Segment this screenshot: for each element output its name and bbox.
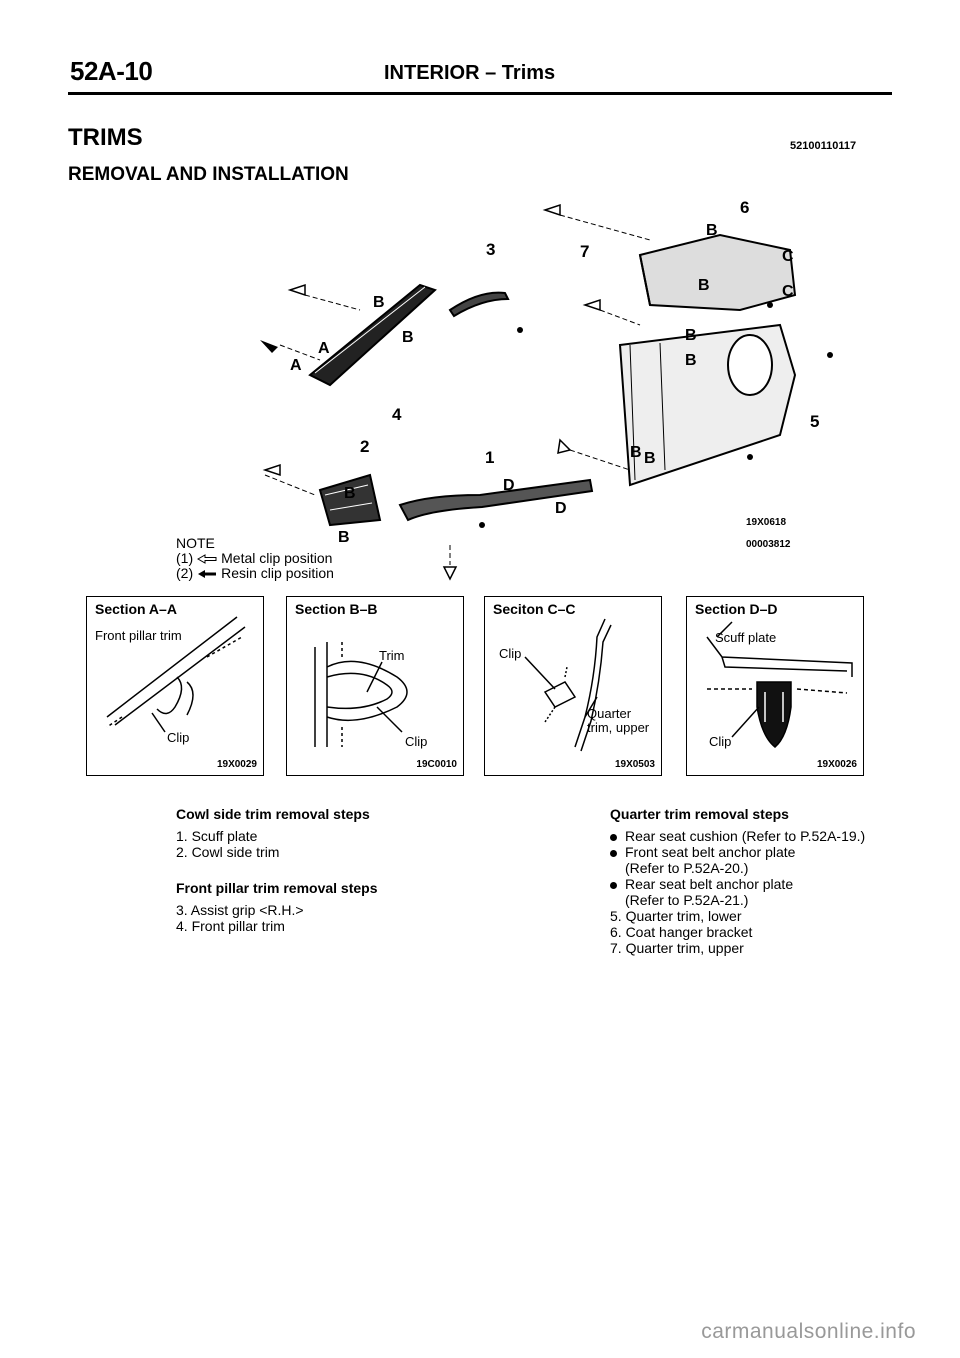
quarter-trim-upper-label-line2: trim, upper — [587, 720, 650, 735]
svg-text:B: B — [344, 485, 356, 502]
svg-text:C: C — [782, 283, 794, 300]
svg-text:2: 2 — [360, 437, 369, 456]
section-b-b-trim-label: Trim — [379, 648, 405, 663]
scuff-plate-label: Scuff plate — [715, 630, 777, 645]
front-pillar-trim-steps: Front pillar trim removal steps 3. Assis… — [176, 880, 476, 934]
svg-text:B: B — [685, 352, 697, 369]
exploded-trim-diagram: 3 7 6 4 2 1 5 B B A A B B D D B B C C B … — [260, 198, 833, 581]
watermark-text: carmanualsonline.info — [701, 1320, 916, 1343]
section-c-c-code: 19X0503 — [614, 759, 655, 770]
section-b-b-drawing — [314, 642, 408, 747]
pillar-step-4: 4. Front pillar trim — [176, 918, 285, 934]
diagram-code-1: 19X0618 — [746, 517, 786, 528]
section-code: 52100110117 — [790, 140, 857, 152]
note-item-1-number: (1) — [176, 550, 194, 566]
section-a-a-drawing — [106, 616, 246, 733]
svg-text:B: B — [698, 277, 710, 294]
quarter-step-6: 6. Coat hanger bracket — [610, 924, 753, 940]
svg-text:B: B — [402, 329, 414, 346]
svg-text:B: B — [685, 327, 697, 344]
note-block: NOTE (1) Metal clip position (2) Resin c… — [176, 536, 334, 581]
section-b-b-panel: Section B–B Trim Clip 19C0010 — [286, 596, 464, 776]
cowl-side-trim-steps: Cowl side trim removal steps 1. Scuff pl… — [176, 806, 476, 860]
section-b-b-clip-label: Clip — [405, 734, 428, 749]
quarter-trim-steps: Quarter trim removal steps Rear seat cus… — [610, 806, 910, 956]
note-item-1-text: Metal clip position — [221, 550, 333, 566]
quarter-prereq-1: Rear seat cushion (Refer to P.52A-19.) — [610, 828, 910, 844]
header-rule — [68, 92, 892, 95]
section-d-d-title: Section D–D — [695, 601, 778, 617]
quarter-step-7: 7. Quarter trim, upper — [610, 940, 744, 956]
section-a-a-code: 19X0029 — [216, 759, 257, 770]
page-number: 52A-10 — [70, 56, 153, 86]
quarter-step-5: 5. Quarter trim, lower — [610, 908, 742, 924]
quarter-prereq-3: Rear seat belt anchor plate — [610, 876, 910, 892]
section-a-a-title: Section A–A — [95, 601, 177, 617]
svg-text:5: 5 — [810, 412, 819, 431]
svg-text:C: C — [782, 248, 794, 265]
svg-text:A: A — [290, 357, 302, 374]
pillar-step-3: 3. Assist grip <R.H.> — [176, 902, 304, 918]
svg-text:B: B — [644, 450, 656, 467]
section-d-d-panel: Section D–D Scuff plate Clip 19X0026 — [686, 596, 864, 776]
svg-text:B: B — [373, 294, 385, 311]
svg-text:D: D — [555, 500, 567, 517]
svg-text:B: B — [630, 444, 642, 461]
note-item-2-number: (2) — [176, 565, 194, 581]
svg-text:3: 3 — [486, 240, 495, 259]
svg-text:D: D — [503, 477, 515, 494]
note-item-metal-clip: (1) Metal clip position — [176, 551, 334, 566]
quarter-steps-heading: Quarter trim removal steps — [610, 806, 789, 822]
section-c-c-panel: Seciton C–C Clip Quarter trim, upper 19X… — [484, 596, 662, 776]
metal-clip-arrow-icon — [197, 553, 217, 564]
bullet-icon — [610, 849, 617, 857]
section-title: TRIMS — [68, 124, 143, 151]
note-item-resin-clip: (2) Resin clip position — [176, 566, 334, 581]
diagram-code-2: 00003812 — [746, 539, 791, 550]
section-subtitle: REMOVAL AND INSTALLATION — [68, 164, 349, 185]
quarter-prereq-2: Front seat belt anchor plate — [610, 844, 910, 860]
cowl-step-1: 1. Scuff plate — [176, 828, 258, 844]
svg-text:4: 4 — [392, 405, 402, 424]
svg-text:1: 1 — [485, 448, 494, 467]
quarter-prereq-2-ref: (Refer to P.52A-20.) — [625, 860, 749, 876]
page-header-title: INTERIOR – Trims — [384, 62, 556, 84]
section-b-b-code: 19C0010 — [416, 759, 457, 770]
section-b-b-title: Section B–B — [295, 601, 378, 617]
pillar-steps-heading: Front pillar trim removal steps — [176, 880, 378, 896]
section-c-c-clip-label: Clip — [499, 646, 522, 661]
cowl-step-2: 2. Cowl side trim — [176, 844, 280, 860]
front-pillar-trim-label: Front pillar trim — [95, 628, 182, 643]
quarter-prereq-3-ref: (Refer to P.52A-21.) — [625, 892, 749, 908]
quarter-trim-upper-label-line1: Quarter — [587, 706, 632, 721]
section-d-d-drawing — [706, 621, 853, 748]
section-d-d-clip-label: Clip — [709, 734, 732, 749]
svg-text:B: B — [338, 529, 350, 546]
section-d-d-code: 19X0026 — [816, 759, 857, 770]
svg-text:B: B — [706, 222, 718, 239]
bullet-icon — [610, 881, 617, 889]
svg-text:A: A — [318, 340, 330, 357]
resin-clip-arrow-icon — [198, 569, 217, 578]
svg-text:7: 7 — [580, 242, 589, 261]
section-a-a-clip-label: Clip — [167, 730, 190, 745]
bullet-icon — [610, 833, 617, 841]
section-a-a-panel: Section A–A Front pillar trim Clip 19X00… — [86, 596, 264, 776]
section-c-c-title: Seciton C–C — [493, 601, 576, 617]
note-title: NOTE — [176, 535, 215, 551]
note-item-2-text: Resin clip position — [221, 565, 334, 581]
section-c-c-drawing — [524, 618, 612, 752]
cowl-steps-heading: Cowl side trim removal steps — [176, 806, 370, 822]
svg-text:6: 6 — [740, 198, 749, 217]
